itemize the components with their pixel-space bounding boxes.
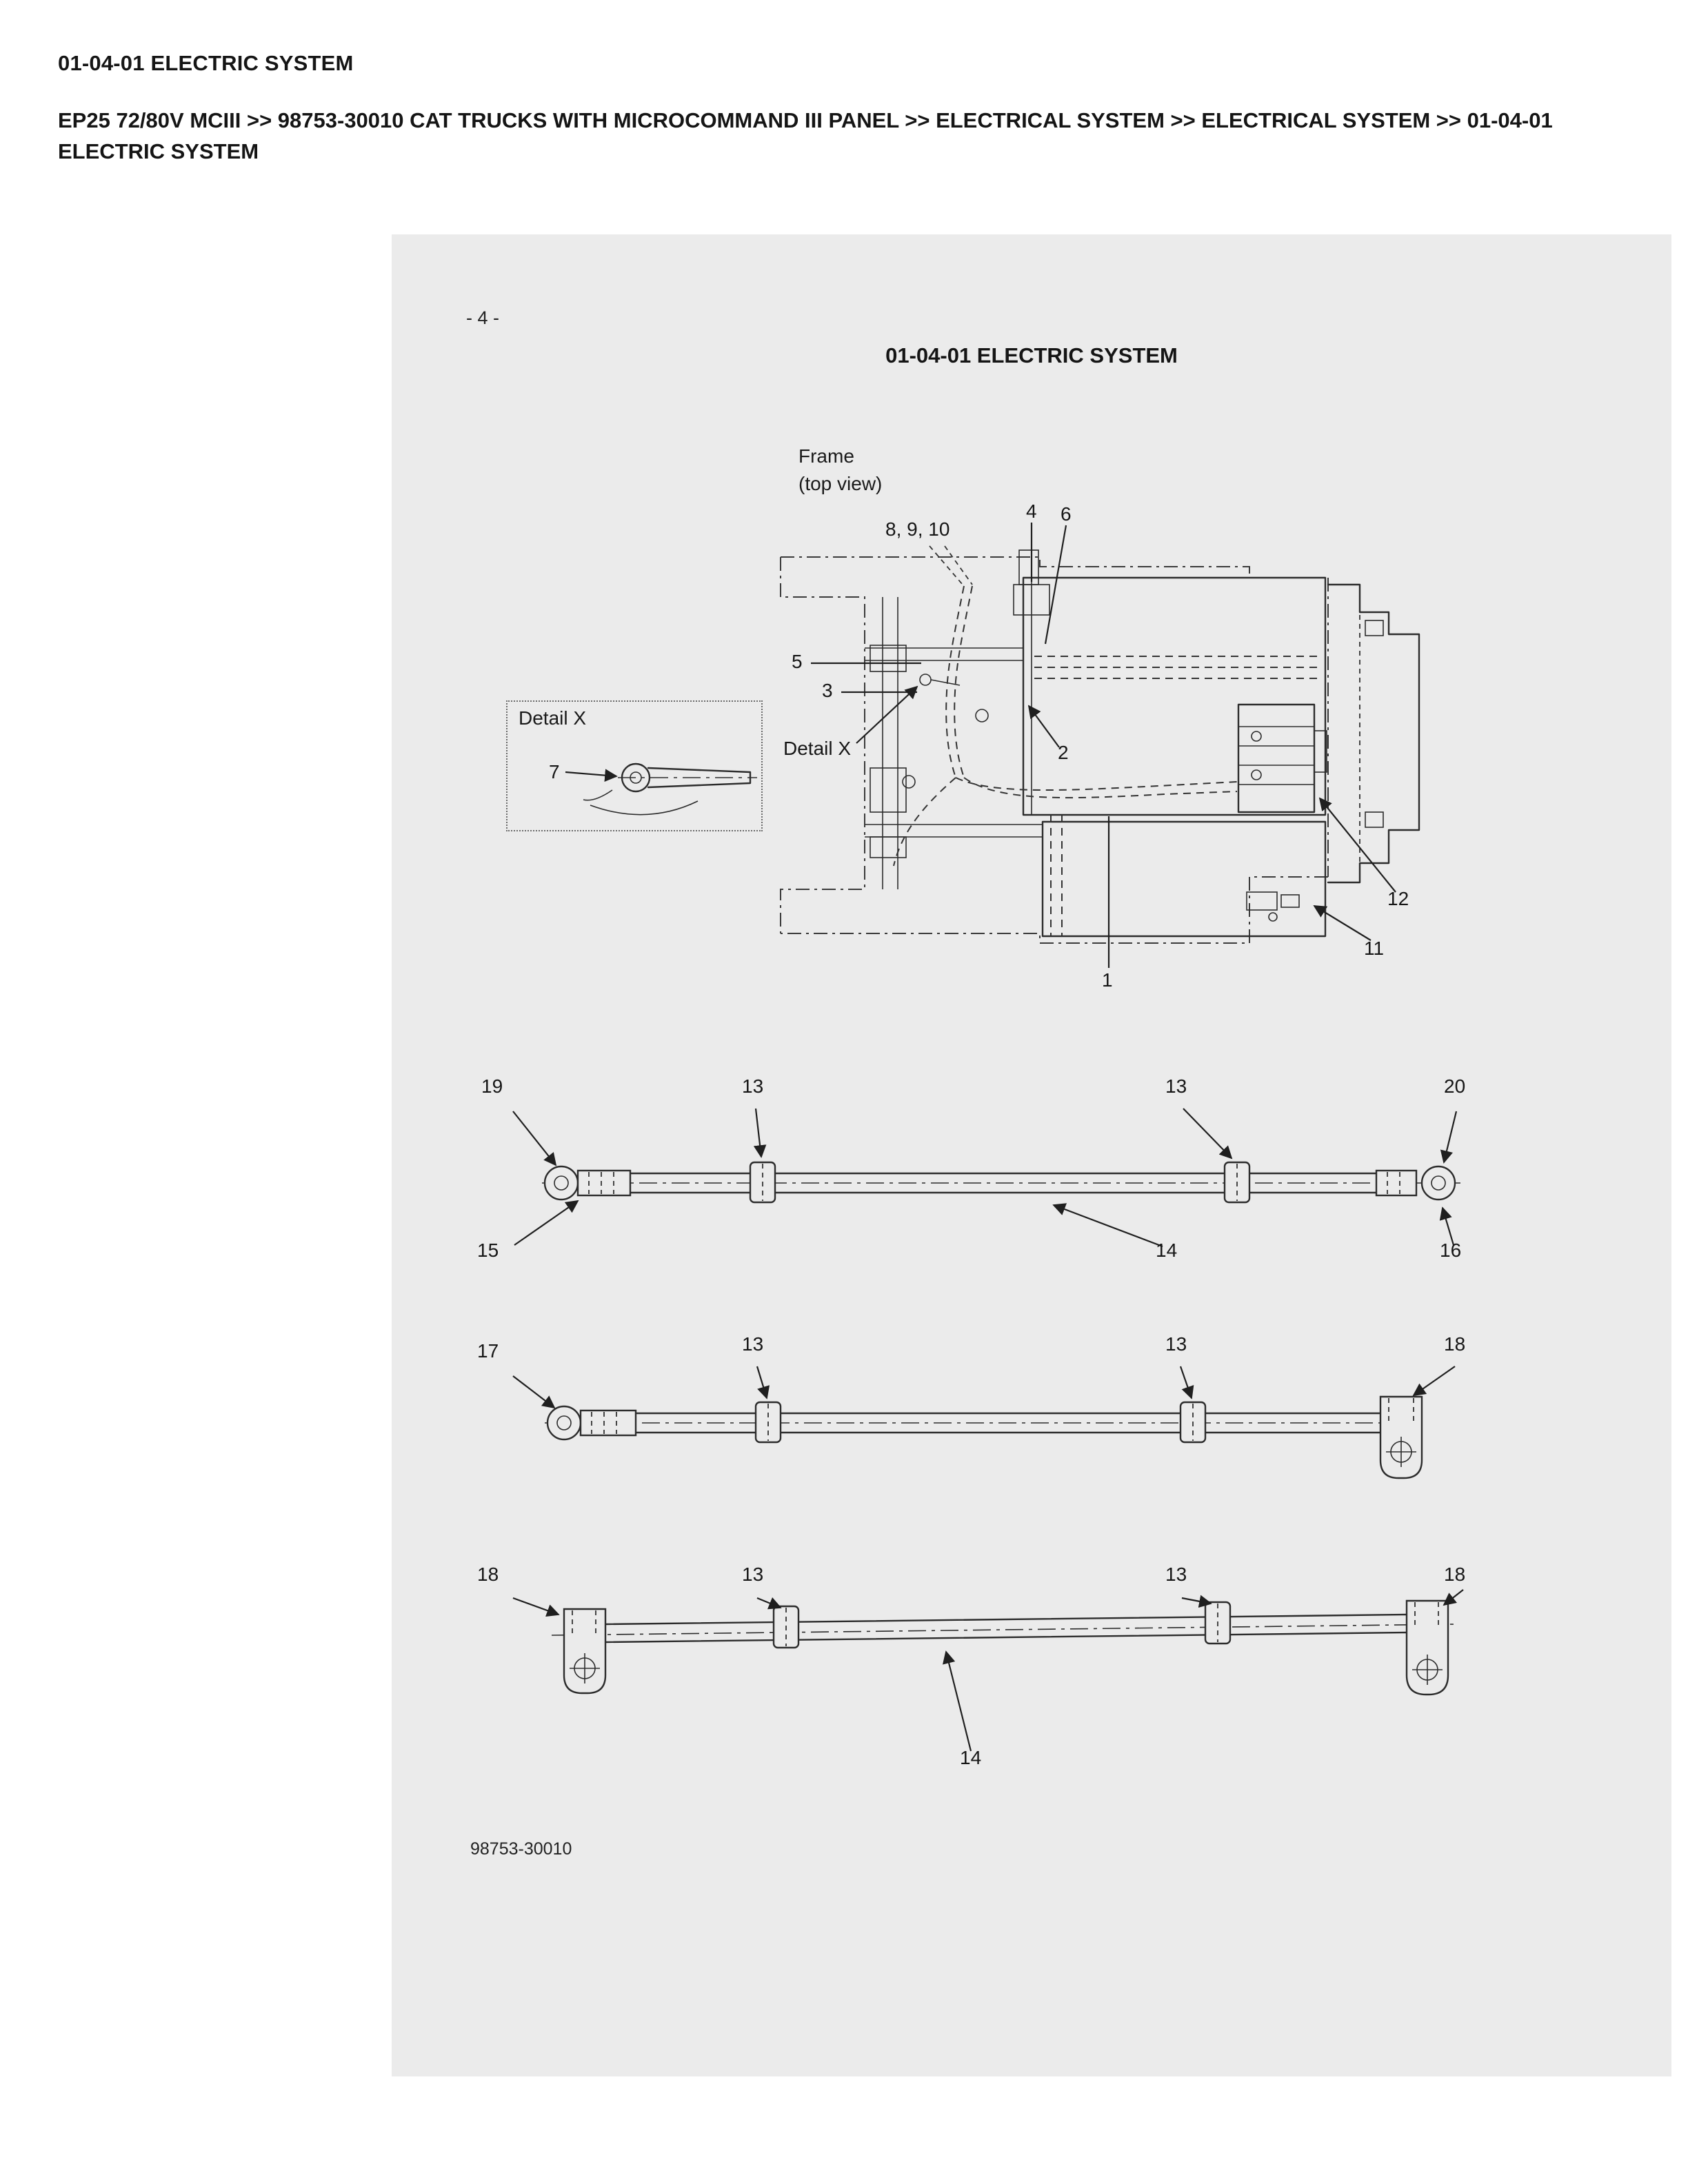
cable1-callout-19: 19 <box>481 1075 503 1097</box>
callout-3: 3 <box>822 680 833 701</box>
cable2-callout-18: 18 <box>1444 1333 1466 1355</box>
cable3-callout-18-left: 18 <box>477 1564 499 1585</box>
detail-x-box: Detail X <box>506 700 763 831</box>
frame-caption-line1: Frame <box>798 445 854 467</box>
callout-2: 2 <box>1058 742 1069 763</box>
footer-part-number: 98753-30010 <box>470 1839 572 1859</box>
cable1-callout-15: 15 <box>477 1240 499 1261</box>
callout-5: 5 <box>792 651 803 672</box>
callout-8-9-10: 8, 9, 10 <box>885 518 950 540</box>
cable3-callout-13-left: 13 <box>742 1564 764 1585</box>
page-header-title: 01-04-01 ELECTRIC SYSTEM <box>58 51 354 75</box>
callout-11: 11 <box>1364 938 1385 959</box>
callout-12: 12 <box>1387 888 1409 909</box>
callout-6: 6 <box>1061 503 1072 525</box>
cable1-callout-20: 20 <box>1444 1075 1466 1097</box>
cable1-callout-16: 16 <box>1440 1240 1462 1261</box>
diagram-title: 01-04-01 ELECTRIC SYSTEM <box>885 343 1178 367</box>
cable2-callout-13-left: 13 <box>742 1333 764 1355</box>
cable3-callout-13-right: 13 <box>1165 1564 1187 1585</box>
cable2-callout-13-right: 13 <box>1165 1333 1187 1355</box>
cable3-callout-14: 14 <box>960 1747 982 1768</box>
cable1-callout-13-right: 13 <box>1165 1075 1187 1097</box>
callout-7: 7 <box>549 761 560 782</box>
cable1-callout-14: 14 <box>1156 1240 1178 1261</box>
callout-1: 1 <box>1102 969 1113 991</box>
page-number: - 4 - <box>466 307 500 328</box>
frame-caption-line2: (top view) <box>798 473 883 494</box>
frame-caption: Frame (top view) <box>798 443 882 498</box>
cable2-callout-17: 17 <box>477 1340 499 1362</box>
detail-x-reference-label: Detail X <box>783 738 852 759</box>
breadcrumb: EP25 72/80V MCIII >> 98753-30010 CAT TRU… <box>58 108 1553 163</box>
detail-x-title: Detail X <box>519 707 587 729</box>
callout-4: 4 <box>1026 501 1037 522</box>
cable3-callout-18-right: 18 <box>1444 1564 1466 1585</box>
cable1-callout-13-left: 13 <box>742 1075 764 1097</box>
